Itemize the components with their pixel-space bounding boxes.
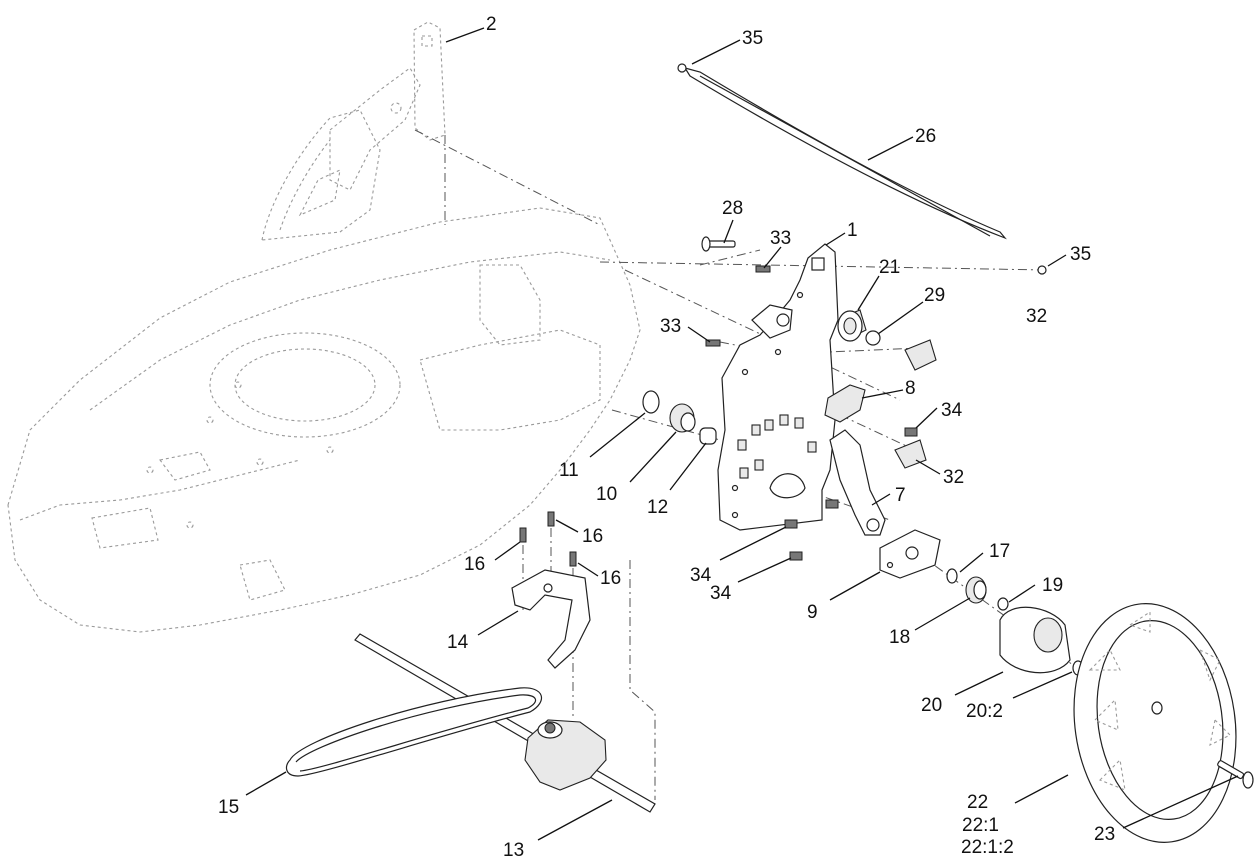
callout-2: 2 [486,14,497,35]
clip-19 [997,597,1009,611]
bushing-10 [669,403,696,433]
screw-16-a [519,527,527,543]
screw-16-b [547,511,555,527]
callout-17: 17 [989,541,1010,562]
callout-22: 22 [967,792,988,813]
bolt-34-right [904,427,918,437]
mower-deck-outline [7,207,641,633]
callout-35-top: 35 [742,28,763,49]
front-wheel-22 [1073,603,1237,843]
bolt-34-lower-b [789,551,803,561]
lever-arm-7 [829,429,886,536]
callout-26: 26 [915,126,936,147]
transmission-gearbox [524,719,607,791]
height-adjust-plate-1 [717,243,839,531]
callout-16-left: 16 [464,554,485,575]
callout-29: 29 [924,285,945,306]
callout-32-lower: 32 [943,467,964,488]
callout-33-upper: 33 [770,228,791,249]
callout-12: 12 [647,497,668,518]
pivot-plate-9 [879,529,941,579]
spacer-21 [837,309,867,342]
nut-29 [865,330,881,346]
washer-11 [642,390,660,414]
drive-belt-15 [285,687,542,777]
callout-21: 21 [879,257,900,278]
bolt-34-lower-a [784,519,798,529]
callout-23: 23 [1094,824,1115,845]
callout-labels: 2 35 26 35 32 28 33 1 21 29 33 8 34 32 1… [218,14,1115,861]
callout-13: 13 [503,840,524,861]
callout-22-1-2: 22:1:2 [961,837,1014,858]
left-height-bracket [329,21,446,191]
leader-lines [245,27,1239,841]
callout-14: 14 [447,632,469,653]
callout-16-right: 16 [600,568,621,589]
rear-wheel-ghost [261,109,381,241]
callout-20-2: 20:2 [966,701,1003,722]
cable-rod-26 [677,63,1047,275]
gear-cup-20 [999,606,1071,674]
callout-32-upper: 32 [1026,306,1047,327]
callout-28: 28 [722,198,743,219]
callout-11: 11 [559,460,579,481]
bushing-12 [699,427,717,445]
washer-17 [946,568,958,584]
screw-16-c [569,551,577,567]
callout-34-lower-a: 34 [690,565,712,586]
callout-34-lower-b: 34 [710,583,732,604]
lever-knob-8 [824,384,866,423]
callout-20: 20 [921,695,942,716]
callout-1: 1 [847,220,858,241]
callout-8: 8 [905,378,916,399]
callout-9: 9 [807,602,818,623]
bolt-34-mid [825,499,839,509]
cap-32-upper [904,339,937,371]
screw-33-lower [705,339,721,347]
callout-18: 18 [889,627,910,648]
callout-7: 7 [895,485,906,506]
callout-15: 15 [218,797,239,818]
pinion-gear-18 [965,576,987,604]
callout-35-right: 35 [1070,244,1091,265]
bracket-14 [511,569,591,669]
callout-22-1: 22:1 [962,815,999,836]
callout-16-top: 16 [582,526,603,547]
bolt-28 [701,236,736,252]
screw-33-upper [755,265,771,273]
callout-10: 10 [596,484,617,505]
callout-33-lower: 33 [660,316,681,337]
bolt-23 [1217,760,1254,789]
callout-34-right: 34 [941,400,963,421]
callout-19: 19 [1042,575,1063,596]
